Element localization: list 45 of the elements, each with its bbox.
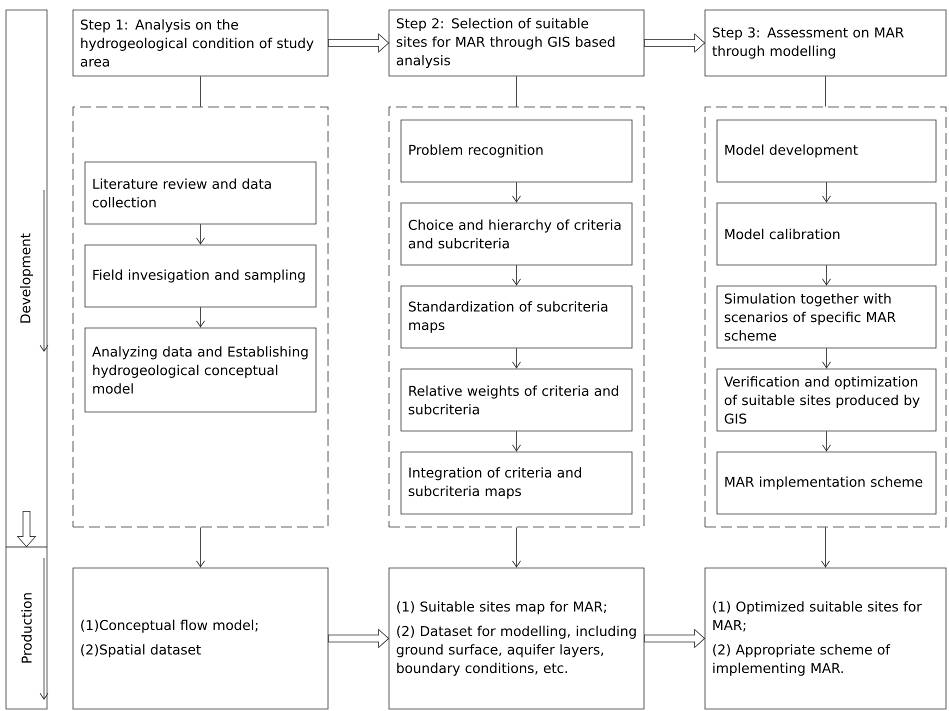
process-box: MAR implementation scheme bbox=[716, 452, 936, 514]
hollow-arrow bbox=[328, 33, 390, 53]
arrow bbox=[822, 348, 831, 369]
arrow bbox=[822, 182, 831, 203]
output-box: (1) Suitable sites map for MAR; (2) Dataset for modelling, including ground surface, aquifer layers, boundary conditions, etc. bbox=[388, 568, 644, 710]
process-box: Model calibration bbox=[716, 202, 936, 266]
arrow bbox=[196, 224, 205, 245]
step-box: Step 3: Assessment on MAR through modelling bbox=[704, 10, 946, 76]
hollow-arrow bbox=[644, 33, 706, 53]
connector-line bbox=[825, 76, 826, 107]
arrow bbox=[822, 264, 831, 286]
process-box: Simulation together with scenarios of specific MAR scheme bbox=[716, 286, 936, 348]
output-box: (1) Optimized suitable sites for MAR; (2) Appropriate scheme of implementing MAR. bbox=[704, 568, 946, 710]
arrow bbox=[512, 526, 521, 568]
arrow bbox=[822, 430, 831, 452]
connector-line bbox=[200, 76, 201, 107]
dashed-frame bbox=[72, 106, 328, 528]
process-box: Problem recognition bbox=[400, 120, 632, 182]
process-box: Choice and hierarchy of criteria and subcriteria bbox=[400, 202, 632, 266]
process-box: Verification and optimization of suitable sites produced by GIS bbox=[716, 368, 936, 432]
hollow-arrow bbox=[644, 628, 706, 648]
arrow bbox=[512, 264, 521, 286]
arrow bbox=[821, 526, 830, 568]
hollow-arrow bbox=[16, 510, 36, 548]
arrow bbox=[512, 182, 521, 203]
arrow bbox=[196, 306, 205, 328]
process-box: Literature review and data collection bbox=[84, 162, 316, 224]
step-box: Step 1: Analysis on the hydrogeological condition of study area bbox=[72, 10, 328, 76]
process-box: Integration of criteria and subcriteria maps bbox=[400, 452, 632, 514]
arrow bbox=[512, 348, 521, 369]
hollow-arrow bbox=[328, 628, 390, 648]
process-box: Relative weights of criteria and subcriteria bbox=[400, 368, 632, 432]
step-box: Step 2: Selection of suitable sites for MAR through GIS based analysis bbox=[388, 10, 644, 76]
process-box: Analyzing data and Establishing hydrogeological conceptual model bbox=[84, 328, 316, 412]
output-box: (1)Conceptual flow model; (2)Spatial dataset bbox=[72, 568, 328, 710]
process-box: Model development bbox=[716, 120, 936, 182]
stage-band: Development bbox=[6, 10, 48, 548]
connector-line bbox=[516, 76, 517, 107]
arrow bbox=[512, 430, 521, 452]
stage-band: Production bbox=[6, 546, 48, 710]
process-box: Field invesigation and sampling bbox=[84, 244, 316, 308]
dashed-frame bbox=[388, 106, 644, 528]
arrow bbox=[196, 526, 205, 568]
process-box: Standardization of subcriteria maps bbox=[400, 286, 632, 348]
dashed-frame bbox=[704, 106, 946, 528]
